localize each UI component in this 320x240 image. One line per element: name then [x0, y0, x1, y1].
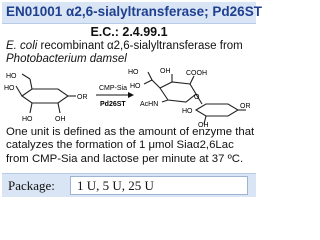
package-options: 1 U, 5 U, 25 U — [70, 176, 248, 195]
linkage-bond — [195, 93, 203, 105]
product-oh-bottom: OH — [198, 122, 209, 128]
reagent-label: CMP-Sia — [99, 85, 127, 92]
product-ho: HO — [182, 108, 193, 115]
product-oh-top: OH — [160, 68, 171, 75]
bond — [161, 99, 169, 103]
bond — [21, 73, 31, 80]
arrow-head-icon — [128, 92, 134, 98]
product-card: EN01001 α2,6-sialyltransferase; Pd26ST E… — [2, 2, 262, 197]
sialic-ring — [159, 81, 197, 103]
substrate-ho-left: HO — [4, 85, 15, 92]
bond — [15, 85, 23, 97]
product-title: EN01001 α2,6-sialyltransferase; Pd26ST — [6, 4, 262, 19]
bond — [29, 78, 33, 90]
product-structure — [143, 71, 246, 125]
bond — [29, 102, 33, 114]
title-bar: EN01001 α2,6-sialyltransferase; Pd26ST — [2, 2, 262, 24]
package-sizes: 1 U, 5 U, 25 U — [77, 178, 154, 193]
product-ho-top: HO — [128, 69, 139, 76]
substrate-ho-bottom: HO — [22, 116, 33, 123]
description-line-1: E. coli recombinant α2,6-sialyltransfera… — [6, 40, 256, 53]
unit-line-3: from CMP-Sia and lactose per minute at 3… — [6, 152, 244, 165]
substrate-ho-top: HO — [6, 73, 17, 80]
ec-number: E.C.: 2.4.99.1 — [90, 25, 168, 39]
product-ho-left: HO — [130, 83, 141, 90]
enzyme-label: Pd26ST — [100, 101, 126, 108]
glycerol-chain — [147, 71, 161, 89]
bond — [57, 102, 61, 114]
substrate-structure — [15, 73, 76, 114]
substrate-ring — [21, 88, 69, 104]
source-description: E. coli recombinant α2,6-sialyltransfera… — [6, 40, 256, 66]
bond — [203, 115, 207, 125]
product-achn: AcHN — [140, 101, 158, 108]
unit-definition: One unit is defined as the amount of enz… — [6, 126, 256, 166]
bond — [189, 75, 195, 85]
reaction-scheme: HO HO HO OH OR CMP-Sia Pd26ST HO OH HO C… — [4, 68, 251, 128]
product-cooh: COOH — [186, 70, 207, 77]
substrate-oh: OH — [55, 116, 66, 123]
unit-line-2: catalyzes the formation of 1 μmol Siaα2,… — [6, 139, 234, 152]
package-bar: Package: 1 U, 5 U, 25 U — [2, 173, 256, 197]
bond — [143, 79, 153, 85]
description-line-1-rest: recombinant α2,6-sialyltransferase from — [37, 40, 243, 52]
description-line-2: Photobacterium damsel — [6, 53, 127, 65]
package-label: Package: — [8, 178, 55, 193]
galactose-ring — [194, 103, 240, 117]
substrate-or: OR — [77, 94, 88, 101]
unit-line-1: One unit is defined as the amount of enz… — [6, 126, 255, 138]
organism-name: E. coli — [6, 40, 38, 52]
product-or: OR — [240, 103, 251, 110]
linkage-oxygen: O — [194, 94, 200, 101]
